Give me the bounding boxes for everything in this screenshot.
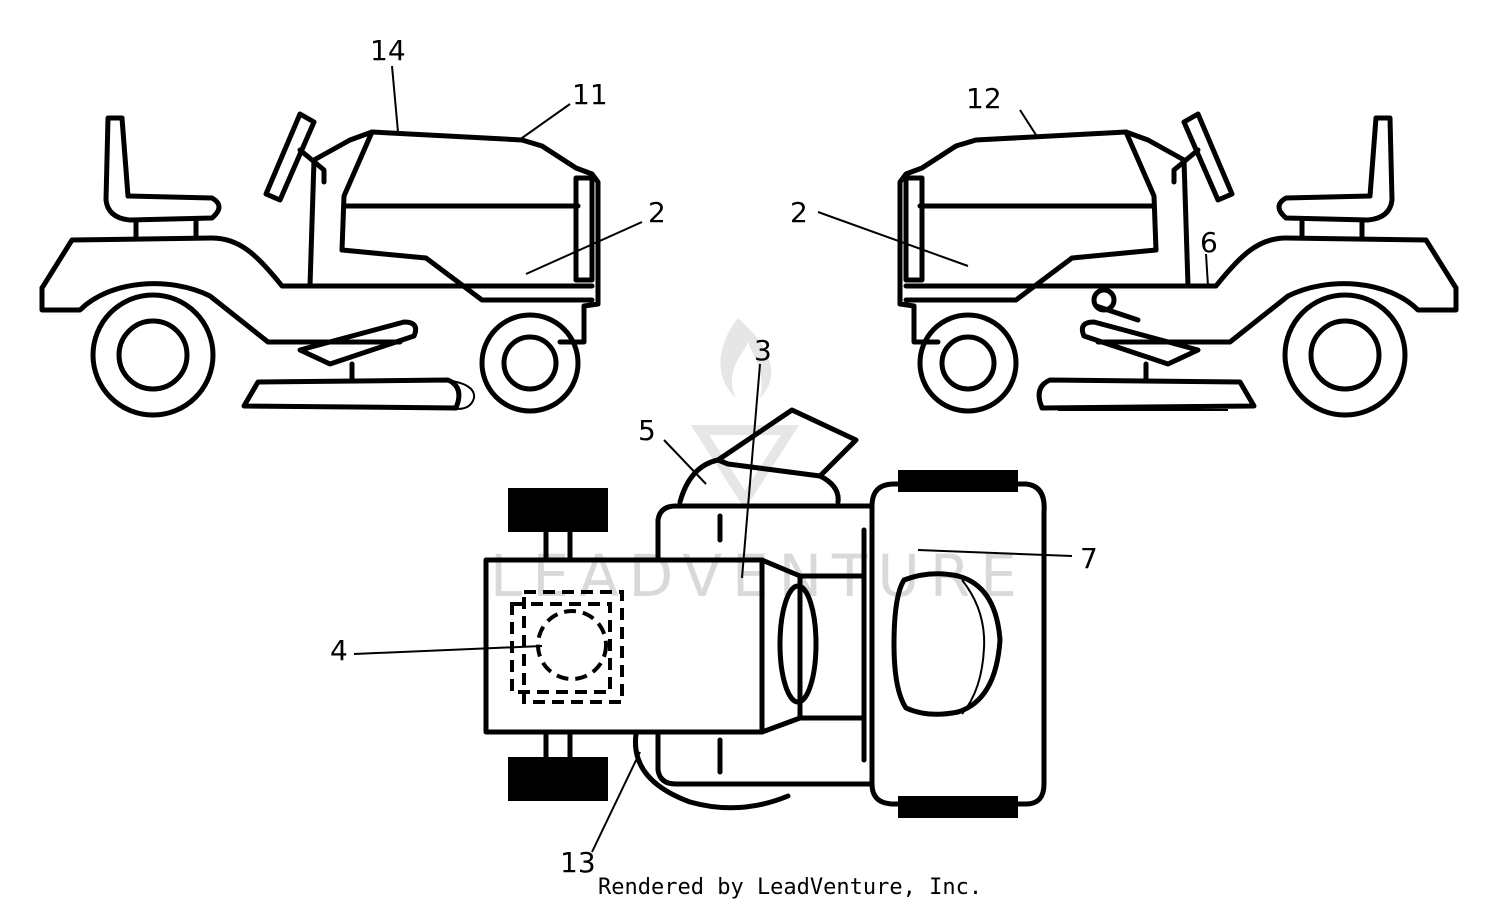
tractor-right-side-view [817,109,1459,418]
callout-2-right: 2 [790,196,808,229]
callout-3: 3 [754,334,772,367]
callout-labels: 14 11 2 12 2 6 3 5 7 4 13 [330,34,1218,879]
callout-4: 4 [330,634,348,667]
callout-6: 6 [1200,226,1218,259]
tractor-left-side-view [39,65,643,418]
callout-5: 5 [638,414,656,447]
tractor-top-view [353,363,1073,853]
callout-11: 11 [572,78,608,111]
footer-credit: Rendered by LeadVenture, Inc. [598,875,982,900]
callout-2-left: 2 [648,196,666,229]
callout-14: 14 [370,34,406,67]
callout-7: 7 [1080,542,1098,575]
callout-13: 13 [560,846,596,879]
callout-12: 12 [966,82,1002,115]
